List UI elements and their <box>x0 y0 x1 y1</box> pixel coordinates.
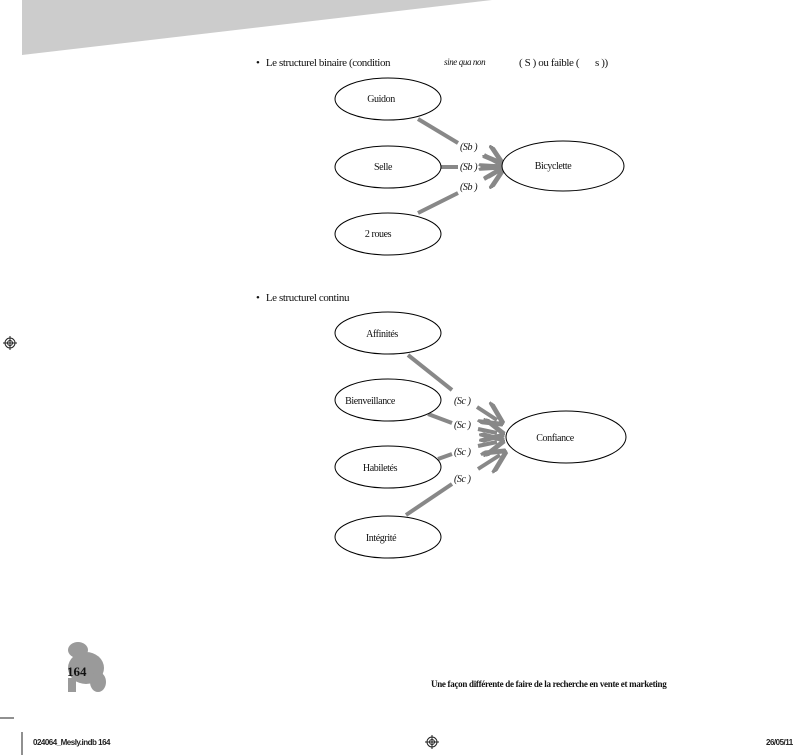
edge-label: (Sc ) <box>454 420 472 431</box>
bullet-text: Le structurel continu <box>265 292 350 304</box>
file-slug: 024064_Mesly.indb 164 <box>33 738 110 747</box>
node-affinites <box>334 311 442 355</box>
node-label: 2 roues <box>365 229 392 240</box>
edge-label: (Sb ) <box>460 182 478 193</box>
edge-label: (Sc ) <box>454 396 472 407</box>
node-2-roues <box>334 212 442 256</box>
diagram-continuous <box>404 353 500 517</box>
bullet-text-c: s )) <box>595 57 608 69</box>
registration-mark-icon <box>425 735 439 749</box>
edge-roues-head <box>484 171 498 179</box>
edge-roues <box>417 191 459 215</box>
edge-label: (Sb ) <box>460 142 478 153</box>
diagram-binary <box>416 117 499 215</box>
node-label: Habiletés <box>363 463 398 474</box>
edge-label: (Sc ) <box>454 447 472 458</box>
bullet-text-b: ( S ) ou faible ( <box>519 57 580 69</box>
bullet-continuous: • Le structurel continu <box>256 292 349 304</box>
bullet-binary: • Le structurel binaire (condition <box>256 57 391 69</box>
node-bienveillance <box>334 378 442 422</box>
target-label: Bicyclette <box>535 161 572 172</box>
edge-label: (Sc ) <box>454 474 472 485</box>
edge-guidon-head <box>484 155 498 163</box>
node-label: Selle <box>374 162 393 173</box>
node-label: Intégrité <box>366 533 397 544</box>
edge-label: (Sb ) <box>460 162 478 173</box>
node-integrite <box>334 515 442 559</box>
registration-mark-icon <box>3 336 17 350</box>
running-title: Une façon différente de faire de la rech… <box>431 679 667 689</box>
node-label: Affinités <box>366 329 398 340</box>
print-date: 26/05/11 <box>766 738 793 747</box>
node-bicyclette <box>501 140 625 192</box>
italic-term: sine qua non <box>444 57 486 67</box>
header-banner <box>22 0 492 55</box>
node-habiletes <box>334 445 442 489</box>
page-number: 164 <box>67 664 87 679</box>
bullet-icon: • <box>256 57 260 69</box>
bullet-icon: • <box>256 292 260 304</box>
node-selle <box>334 145 442 189</box>
bullet-text: Le structurel binaire (condition <box>265 57 391 69</box>
target-label: Confiance <box>536 433 574 444</box>
node-label: Guidon <box>367 94 395 105</box>
node-label: Bienveillance <box>345 396 396 407</box>
node-confiance <box>505 410 627 464</box>
edge-selle-head <box>484 166 499 167</box>
node-guidon <box>334 77 442 121</box>
monkey-logo-icon <box>68 642 106 692</box>
edge-guidon <box>416 117 460 145</box>
